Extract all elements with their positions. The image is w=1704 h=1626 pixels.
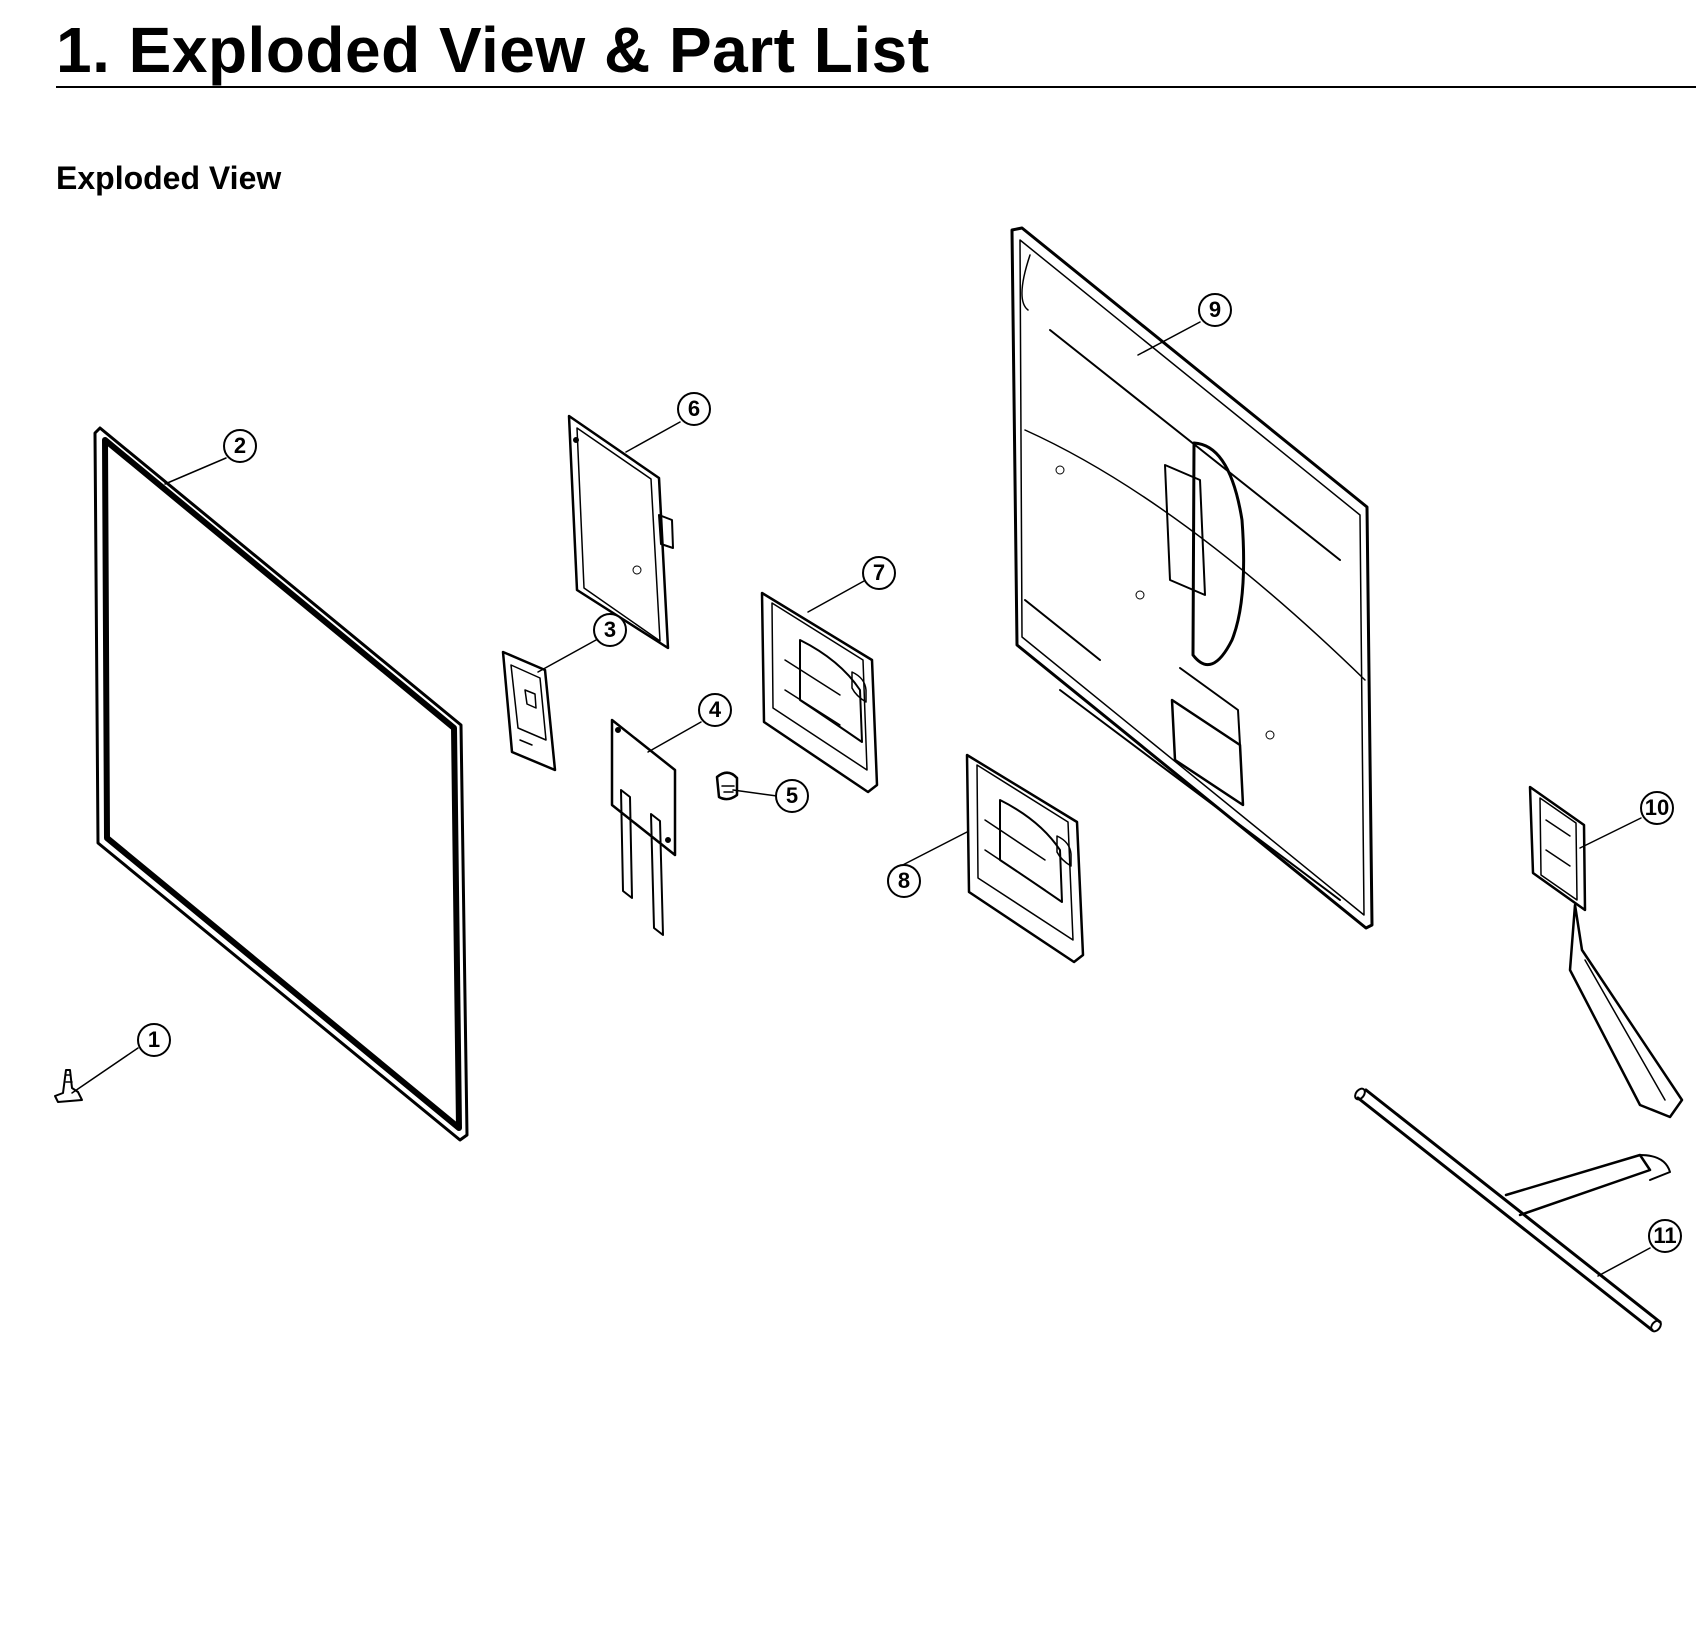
part-lower-cover-bracket: [965, 753, 1085, 964]
part-upper-cover-bracket: [760, 591, 879, 794]
callout-number: 8: [898, 868, 910, 893]
callout-circle: [862, 556, 896, 590]
callout-circle: [137, 1023, 171, 1057]
callout-6: 6: [677, 392, 711, 426]
part-board-with-cables: [610, 718, 677, 936]
callout-circle: [1648, 1219, 1682, 1253]
callout-number: 6: [688, 396, 700, 421]
part-stand-neck: [1528, 785, 1684, 1119]
callout-9: 9: [1198, 293, 1232, 327]
callout-circle: [593, 613, 627, 647]
callout-5: 5: [775, 779, 809, 813]
callout-1: 1: [137, 1023, 171, 1057]
callout-circle: [223, 429, 257, 463]
callout-2: 2: [223, 429, 257, 463]
callout-circle: [1640, 791, 1674, 825]
callout-circle: [677, 392, 711, 426]
callout-circle: [1198, 293, 1232, 327]
callout-number: 3: [604, 617, 616, 642]
callout-3: 3: [593, 613, 627, 647]
callout-circle: [887, 864, 921, 898]
callout-10: 10: [1640, 791, 1674, 825]
callout-number: 9: [1209, 297, 1221, 322]
part-rear-cover: [1010, 226, 1374, 930]
callout-number: 1: [148, 1027, 160, 1052]
callout-number: 5: [786, 783, 798, 808]
part-stand-base: [1354, 1087, 1671, 1333]
part-connector: [715, 771, 739, 801]
callout-circle: [698, 693, 732, 727]
page-title: 1. Exploded View & Part List: [56, 14, 930, 86]
title-underline: [56, 86, 1696, 88]
callout-7: 7: [862, 556, 896, 590]
part-small-board-bracket: [501, 650, 557, 772]
callout-11: 11: [1648, 1219, 1682, 1253]
callout-number: 11: [1653, 1223, 1676, 1248]
callout-circles: 1 2 3 4 5 6 7 8 9 10 11: [137, 293, 1682, 1253]
callout-number: 7: [873, 560, 885, 585]
part-main-board-shield: [567, 414, 674, 650]
leader-lines: [71, 321, 1651, 1277]
callout-number: 4: [709, 697, 722, 722]
callout-8: 8: [887, 864, 921, 898]
part-panel: [93, 426, 469, 1142]
callout-4: 4: [698, 693, 732, 727]
part-stand-clip: [54, 1069, 83, 1103]
callout-number: 2: [234, 433, 246, 458]
callout-number: 10: [1645, 795, 1669, 820]
section-heading: Exploded View: [56, 160, 282, 196]
callout-circle: [775, 779, 809, 813]
